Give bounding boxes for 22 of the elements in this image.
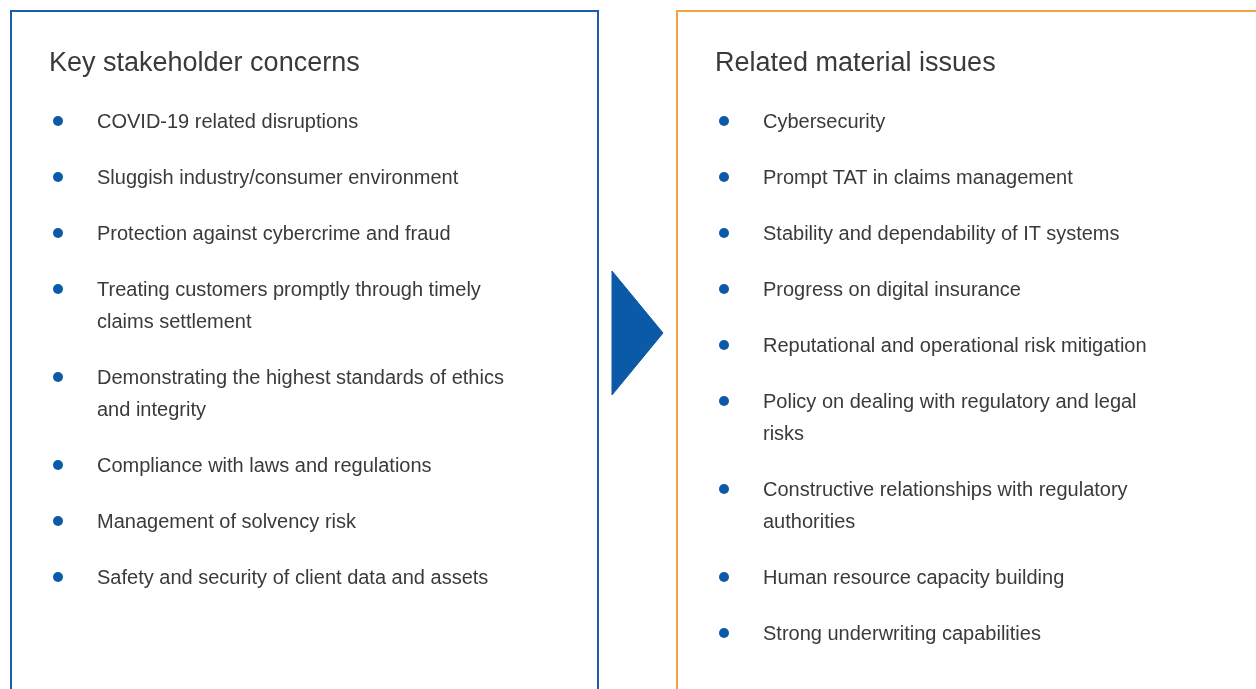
bullet-item: Stability and dependability of IT systems xyxy=(715,217,1175,249)
bullet-item: Cybersecurity xyxy=(715,105,1175,137)
bullet-item: Policy on dealing with regulatory and legal risks xyxy=(715,385,1175,449)
bullet-item: Reputational and operational risk mitigation xyxy=(715,329,1175,361)
bullet-item: Treating customers promptly through timely claims settlement xyxy=(49,273,519,337)
panel-box xyxy=(676,10,1256,689)
bullet-item: Human resource capacity building xyxy=(715,561,1175,593)
panel-box xyxy=(10,10,599,689)
chevron-arrow xyxy=(611,270,664,396)
bullet-item: Sluggish industry/consumer environment xyxy=(49,161,519,193)
bullet-item: Safety and security of client data and assets xyxy=(49,561,519,593)
panel-heading: Key stakeholder concerns xyxy=(49,46,360,79)
bullet-item: Strong underwriting capabilities xyxy=(715,617,1175,649)
bullet-item: Management of solvency risk xyxy=(49,505,519,537)
bullet-item: Prompt TAT in claims management xyxy=(715,161,1175,193)
bullet-item: Protection against cybercrime and fraud xyxy=(49,217,519,249)
bullet-item: COVID-19 related disruptions xyxy=(49,105,519,137)
bullet-item: Constructive relationships with regulatory authorities xyxy=(715,473,1175,537)
bullet-item: Demonstrating the highest standards of ethics and integrity xyxy=(49,361,519,425)
bullet-item: Progress on digital insurance xyxy=(715,273,1175,305)
panel-heading: Related material issues xyxy=(715,46,996,79)
bullet-item: Compliance with laws and regulations xyxy=(49,449,519,481)
